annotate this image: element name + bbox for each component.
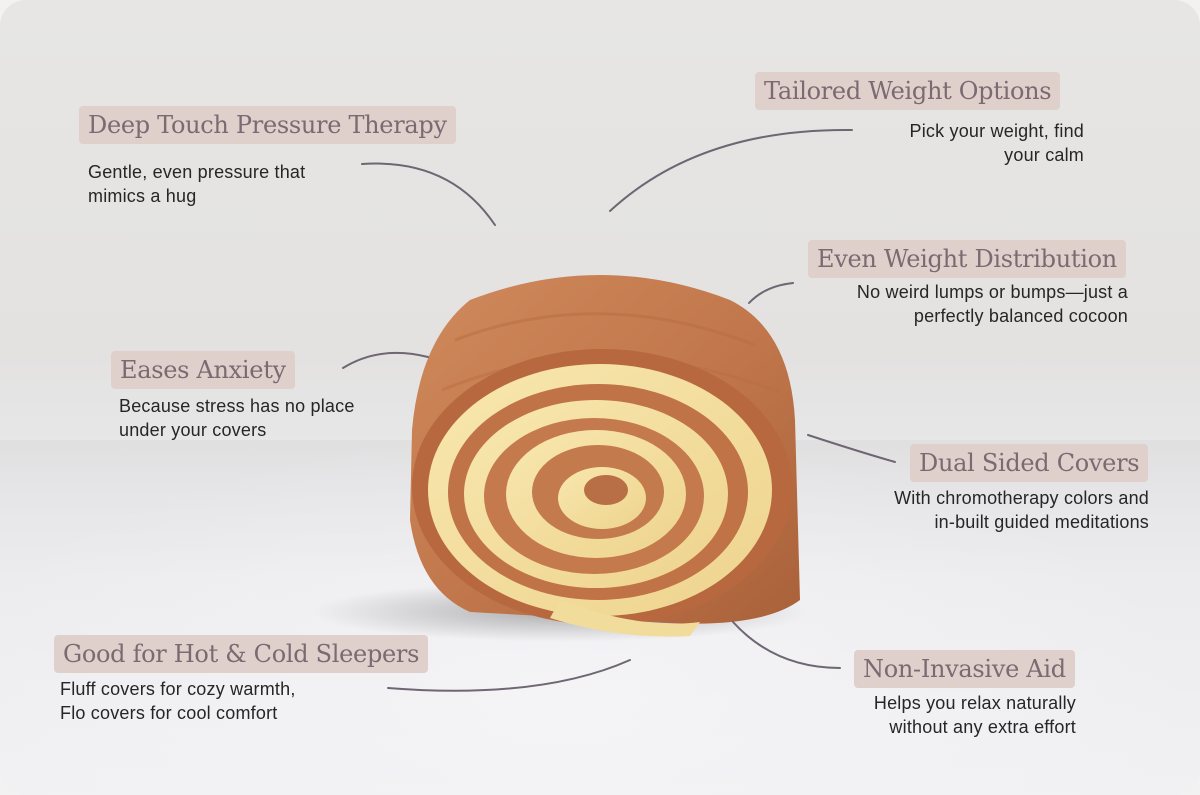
feature-desc-tailored-weight: Pick your weight, find your calm	[909, 121, 1084, 165]
connector-line-even-weight	[748, 282, 794, 304]
connector-line-hot-cold	[387, 659, 631, 692]
feature-title-eases-anxiety: Eases Anxiety	[111, 351, 295, 389]
feature-desc-even-weight: No weird lumps or bumps—just a perfectly…	[856, 282, 1128, 326]
feature-desc-dual-sided: With chromotherapy colors and in-built g…	[894, 488, 1149, 532]
connector-line-dual-sided	[807, 434, 896, 463]
feature-desc-eases-anxiety: Because stress has no place under your c…	[119, 396, 355, 440]
feature-title-deep-touch: Deep Touch Pressure Therapy	[79, 106, 456, 144]
feature-title-dual-sided: Dual Sided Covers	[910, 444, 1149, 482]
feature-desc-deep-touch: Gentle, even pressure that mimics a hug	[88, 162, 306, 206]
connector-line-deep-touch	[361, 162, 496, 226]
feature-desc-hot-cold: Fluff covers for cozy warmth, Flo covers…	[60, 679, 296, 723]
feature-title-tailored-weight: Tailored Weight Options	[755, 72, 1061, 110]
feature-title-hot-cold: Good for Hot & Cold Sleepers	[54, 635, 429, 673]
connector-line-tailored-weight	[609, 128, 853, 212]
feature-desc-non-invasive: Helps you relax naturally without any ex…	[873, 693, 1076, 737]
feature-title-non-invasive: Non-Invasive Aid	[854, 650, 1075, 688]
connector-line-eases-anxiety	[342, 351, 429, 369]
rolled-blanket-image	[410, 275, 800, 637]
feature-title-even-weight: Even Weight Distribution	[808, 240, 1126, 278]
connector-line-non-invasive	[732, 621, 841, 669]
